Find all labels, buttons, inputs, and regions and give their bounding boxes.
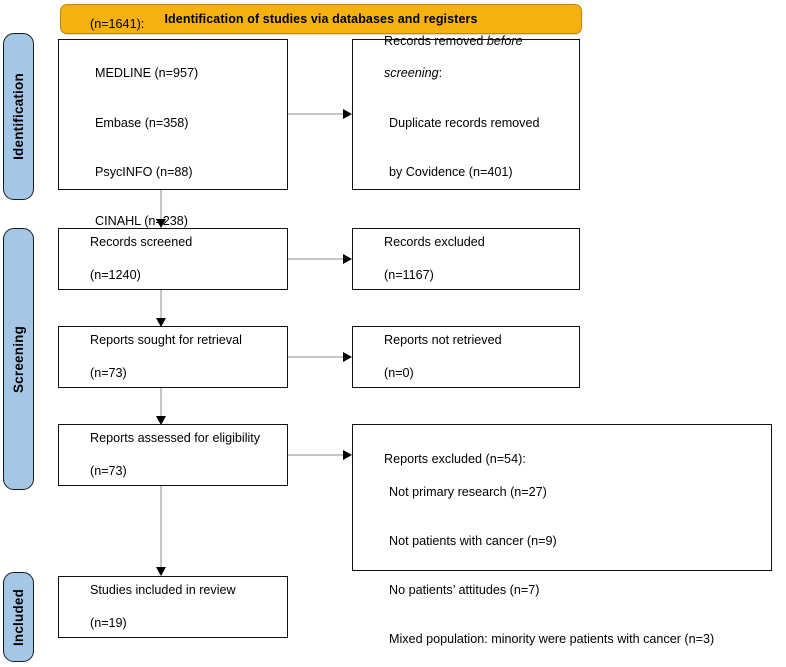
studies-included-line1: Studies included in review	[90, 583, 236, 598]
arrow-databases-to-removed	[288, 108, 352, 120]
reports-assessed-line2: (n=73)	[90, 464, 127, 479]
reports-assessed-line1: Reports assessed for eligibility	[90, 431, 261, 446]
reports-sought-text: Reports sought for retrieval (n=73)	[69, 316, 242, 398]
reports-not-retrieved-box: Reports not retrieved (n=0)	[352, 326, 580, 388]
arrow-assessed-to-included	[155, 486, 167, 576]
phase-banner-identification-label: Identification of studies via databases …	[164, 12, 478, 26]
arrow-databases-to-screened	[155, 190, 167, 228]
reports-not-retrieved-line1: Reports not retrieved	[384, 333, 502, 348]
exclusion-reason-mixed-population: Mixed population: minority were patients…	[389, 632, 715, 647]
records-removed-line2-italic: screening	[384, 66, 439, 81]
records-from-databases-text: Records from databases (n=1641): MEDLINE…	[69, 0, 227, 262]
records-removed-text: Records removed before screening: Duplic…	[363, 16, 540, 212]
studies-included-text: Studies included in review (n=19)	[69, 566, 236, 648]
records-from-databases-line2: (n=1641):	[90, 17, 145, 32]
records-removed-line1-italic: before	[486, 33, 523, 48]
reports-sought-line1: Reports sought for retrieval	[90, 333, 242, 348]
arrow-screened-to-sought	[155, 290, 167, 327]
reports-sought-line2: (n=73)	[90, 366, 127, 381]
reports-not-retrieved-line2: (n=0)	[384, 366, 414, 381]
records-source-embase: Embase (n=358)	[95, 115, 189, 130]
records-screened-line1: Records screened	[90, 235, 193, 250]
records-excluded-box: Records excluded (n=1167)	[352, 228, 580, 290]
exclusion-reason-not-primary-research: Not primary research (n=27)	[389, 485, 547, 500]
stage-label-identification-text: Identification	[11, 73, 26, 160]
stage-label-identification: Identification	[3, 33, 34, 200]
records-removed-box: Records removed before screening: Duplic…	[352, 34, 580, 190]
exclusion-reason-no-patients-attitudes: No patients’ attitudes (n=7)	[389, 583, 540, 598]
records-screened-line2: (n=1240)	[90, 268, 141, 283]
records-removed-detail1: Duplicate records removed	[389, 115, 540, 130]
reports-not-retrieved-text: Reports not retrieved (n=0)	[363, 316, 502, 398]
records-source-medline: MEDLINE (n=957)	[95, 66, 199, 81]
records-from-databases-box: Records from databases (n=1641): MEDLINE…	[58, 17, 288, 228]
arrow-screened-to-excluded	[288, 253, 352, 265]
arrow-sought-to-not-retrieved	[288, 351, 352, 363]
arrow-sought-to-assessed	[155, 388, 167, 425]
records-removed-line1-prefix: Records removed	[384, 33, 487, 48]
records-removed-line2-suffix: :	[438, 66, 443, 81]
records-screened-text: Records screened (n=1240)	[69, 218, 192, 300]
records-excluded-line1: Records excluded	[384, 235, 485, 250]
records-excluded-text: Records excluded (n=1167)	[363, 218, 485, 300]
records-source-cinahl: CINAHL (n=238)	[95, 213, 188, 228]
studies-included-box: Studies included in review (n=19)	[58, 576, 288, 638]
reports-excluded-heading: Reports excluded (n=54):	[384, 452, 526, 467]
stage-label-included-text: Included	[11, 588, 27, 646]
stage-label-screening: Screening	[3, 228, 34, 490]
reports-excluded-text: Reports excluded (n=54): Not primary res…	[363, 435, 728, 667]
reports-assessed-box: Reports assessed for eligibility (n=73)	[58, 424, 288, 486]
phase-banner-identification: Identification of studies via databases …	[60, 4, 582, 34]
arrow-assessed-to-excluded	[288, 449, 352, 461]
exclusion-reason-not-patients-with-cancer: Not patients with cancer (n=9)	[389, 534, 557, 549]
records-removed-detail2: by Covidence (n=401)	[389, 164, 513, 179]
stage-label-included: Included	[3, 572, 34, 662]
reports-sought-box: Reports sought for retrieval (n=73)	[58, 326, 288, 388]
studies-included-line2: (n=19)	[90, 616, 127, 631]
reports-excluded-box: Reports excluded (n=54): Not primary res…	[352, 424, 772, 646]
records-excluded-line2: (n=1167)	[384, 268, 434, 283]
records-source-psycinfo: PsycINFO (n=88)	[95, 164, 193, 179]
reports-assessed-text: Reports assessed for eligibility (n=73)	[69, 414, 260, 496]
records-screened-box: Records screened (n=1240)	[58, 228, 288, 290]
stage-label-screening-text: Screening	[11, 325, 27, 393]
